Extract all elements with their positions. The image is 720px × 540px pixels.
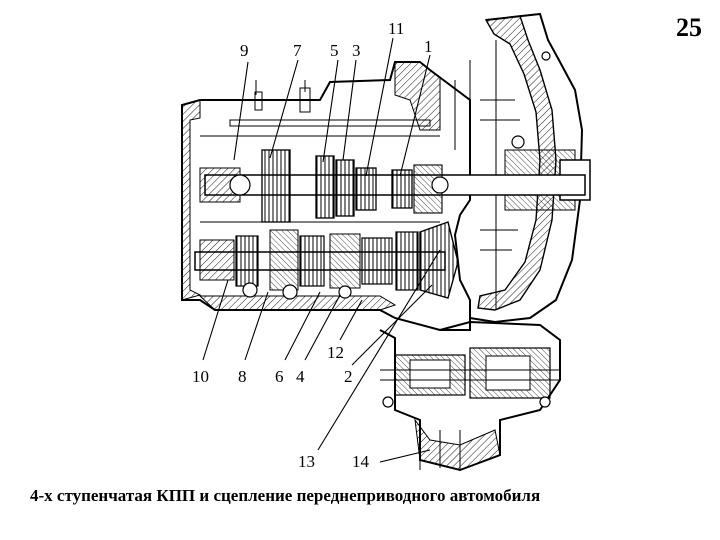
- gearbox-casing: [181, 61, 471, 331]
- callout-3: 3: [352, 41, 361, 60]
- leader-lines: [202, 37, 441, 463]
- callout-14: 14: [352, 452, 370, 471]
- differential: [379, 320, 561, 472]
- figure-caption: 4-х ступенчатая КПП и сцепление переднеп…: [30, 486, 541, 505]
- page-number: 25: [676, 13, 702, 42]
- callout-12: 12: [327, 343, 344, 362]
- callout-2: 2: [344, 367, 353, 386]
- clutch-housing: [454, 12, 591, 324]
- callout-10: 10: [192, 367, 209, 386]
- input-shaft: [199, 149, 586, 223]
- output-shaft: [194, 221, 459, 300]
- callout-5: 5: [330, 41, 339, 60]
- callout-7: 7: [293, 41, 302, 60]
- callout-13: 13: [298, 452, 315, 471]
- callout-4: 4: [296, 367, 305, 386]
- callout-6: 6: [275, 367, 284, 386]
- callout-8: 8: [238, 367, 247, 386]
- callout-1: 1: [424, 37, 433, 56]
- callout-11: 11: [388, 19, 404, 38]
- callout-9: 9: [240, 41, 249, 60]
- callout-labels: 9 7 5 3 11 1 10 8 6 4 12 2 13 14: [192, 19, 433, 471]
